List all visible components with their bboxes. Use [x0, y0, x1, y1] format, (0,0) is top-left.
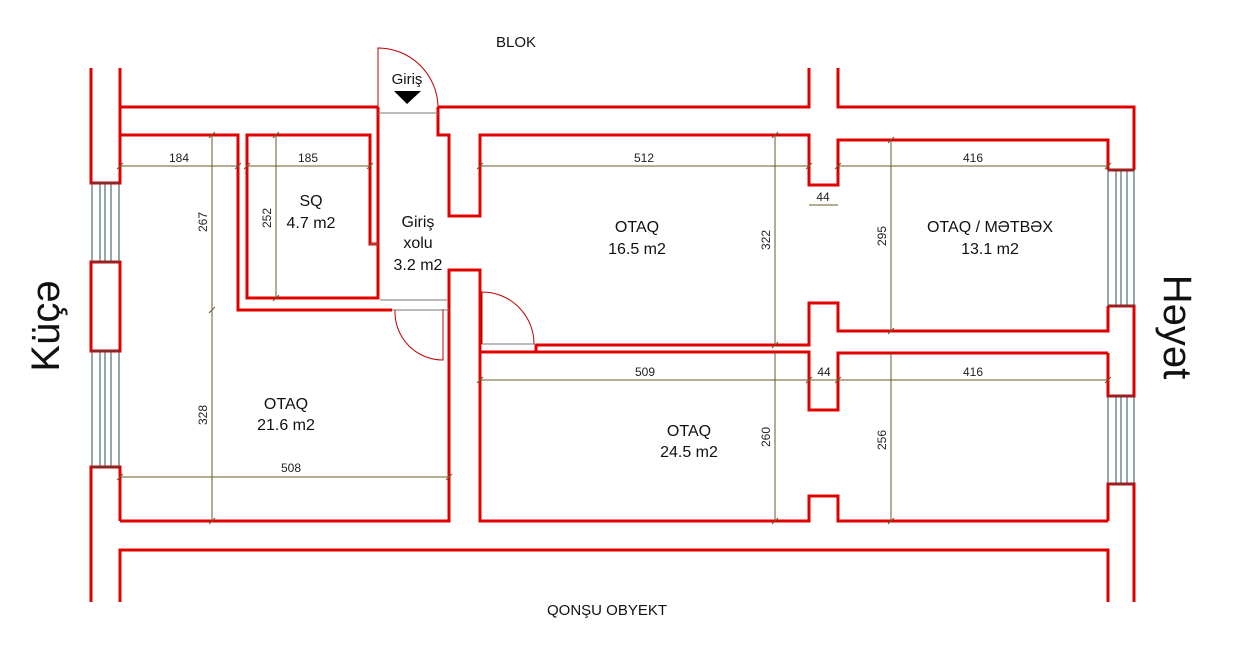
dim-509: 509	[635, 365, 655, 379]
dim-44-lower: 44	[817, 365, 831, 379]
windows	[91, 169, 1135, 485]
dim-416-upper: 416	[963, 151, 983, 165]
middle-partition	[534, 301, 1110, 352]
dim-508: 508	[281, 461, 301, 475]
corridor-door-swing	[394, 309, 444, 361]
room-kitchen-name: OTAQ / MƏTBƏX	[927, 219, 1053, 236]
walls	[89, 68, 1136, 602]
dim-256: 256	[875, 430, 889, 450]
label-yard: Həyət	[1155, 275, 1199, 380]
right-wall-upper	[1106, 140, 1134, 172]
dim-252: 252	[260, 208, 274, 228]
dim-267: 267	[196, 212, 210, 232]
label-neighbor: QONŞU OBYEKT	[547, 602, 667, 619]
window-right-lower	[1107, 395, 1135, 485]
dimension-labels: 184 185 512 416 44 509 44 416 508 267 25…	[169, 151, 983, 475]
room-otaq-left-area: 21.6 m2	[257, 417, 315, 434]
left-room-inner	[120, 133, 392, 312]
room-otaq-left-name: OTAQ	[264, 396, 308, 413]
window-left-upper	[91, 182, 120, 263]
dimension-lines	[116, 131, 1112, 525]
left-wall-lower	[89, 465, 122, 602]
entrance-door-swing	[377, 47, 439, 108]
window-right-upper	[1107, 169, 1135, 307]
lower-room-walls	[478, 352, 1108, 523]
dim-184: 184	[169, 151, 189, 165]
room-otaq-upper-area: 16.5 m2	[608, 241, 666, 258]
room-corridor-area: 3.2 m2	[394, 257, 443, 274]
room-otaq-lower-area: 24.5 m2	[660, 444, 718, 461]
corridor-right-wall	[436, 107, 1110, 218]
room-otaq-upper-name: OTAQ	[615, 219, 659, 236]
dim-44-upper: 44	[816, 190, 830, 204]
label-street: Küçə	[24, 280, 68, 371]
label-entrance: Giriş	[392, 71, 423, 88]
room-corridor-name2: xolu	[403, 235, 432, 252]
dim-322: 322	[759, 230, 773, 250]
lower-partition	[480, 350, 1108, 412]
right-wall-lower	[1106, 482, 1136, 602]
entrance-arrow-icon	[394, 91, 421, 104]
corridor-lower-wall	[447, 268, 482, 352]
room-otaq-lower-name: OTAQ	[667, 423, 711, 440]
room-sq-name: SQ	[299, 193, 322, 210]
room-corridor-name: Giriş	[402, 214, 435, 231]
left-room-bottom	[120, 307, 451, 523]
dim-416-lower: 416	[963, 365, 983, 379]
window-left-lower	[91, 350, 120, 468]
dim-185: 185	[298, 151, 318, 165]
left-outer-wall	[89, 68, 122, 185]
label-blok: BLOK	[496, 34, 536, 51]
doors	[370, 47, 536, 361]
room-door-swing	[481, 291, 535, 345]
right-wall-pier	[1106, 304, 1136, 398]
dim-260: 260	[759, 427, 773, 447]
left-wall-pier	[89, 260, 122, 353]
dim-512: 512	[634, 151, 654, 165]
bottom-wall	[118, 548, 1110, 602]
room-kitchen-area: 13.1 m2	[961, 241, 1019, 258]
room-sq-area: 4.7 m2	[287, 215, 336, 232]
room-labels: SQ 4.7 m2 Giriş xolu 3.2 m2 OTAQ 16.5 m2…	[257, 193, 1053, 461]
dim-295: 295	[875, 226, 889, 246]
dim-328: 328	[196, 405, 210, 425]
